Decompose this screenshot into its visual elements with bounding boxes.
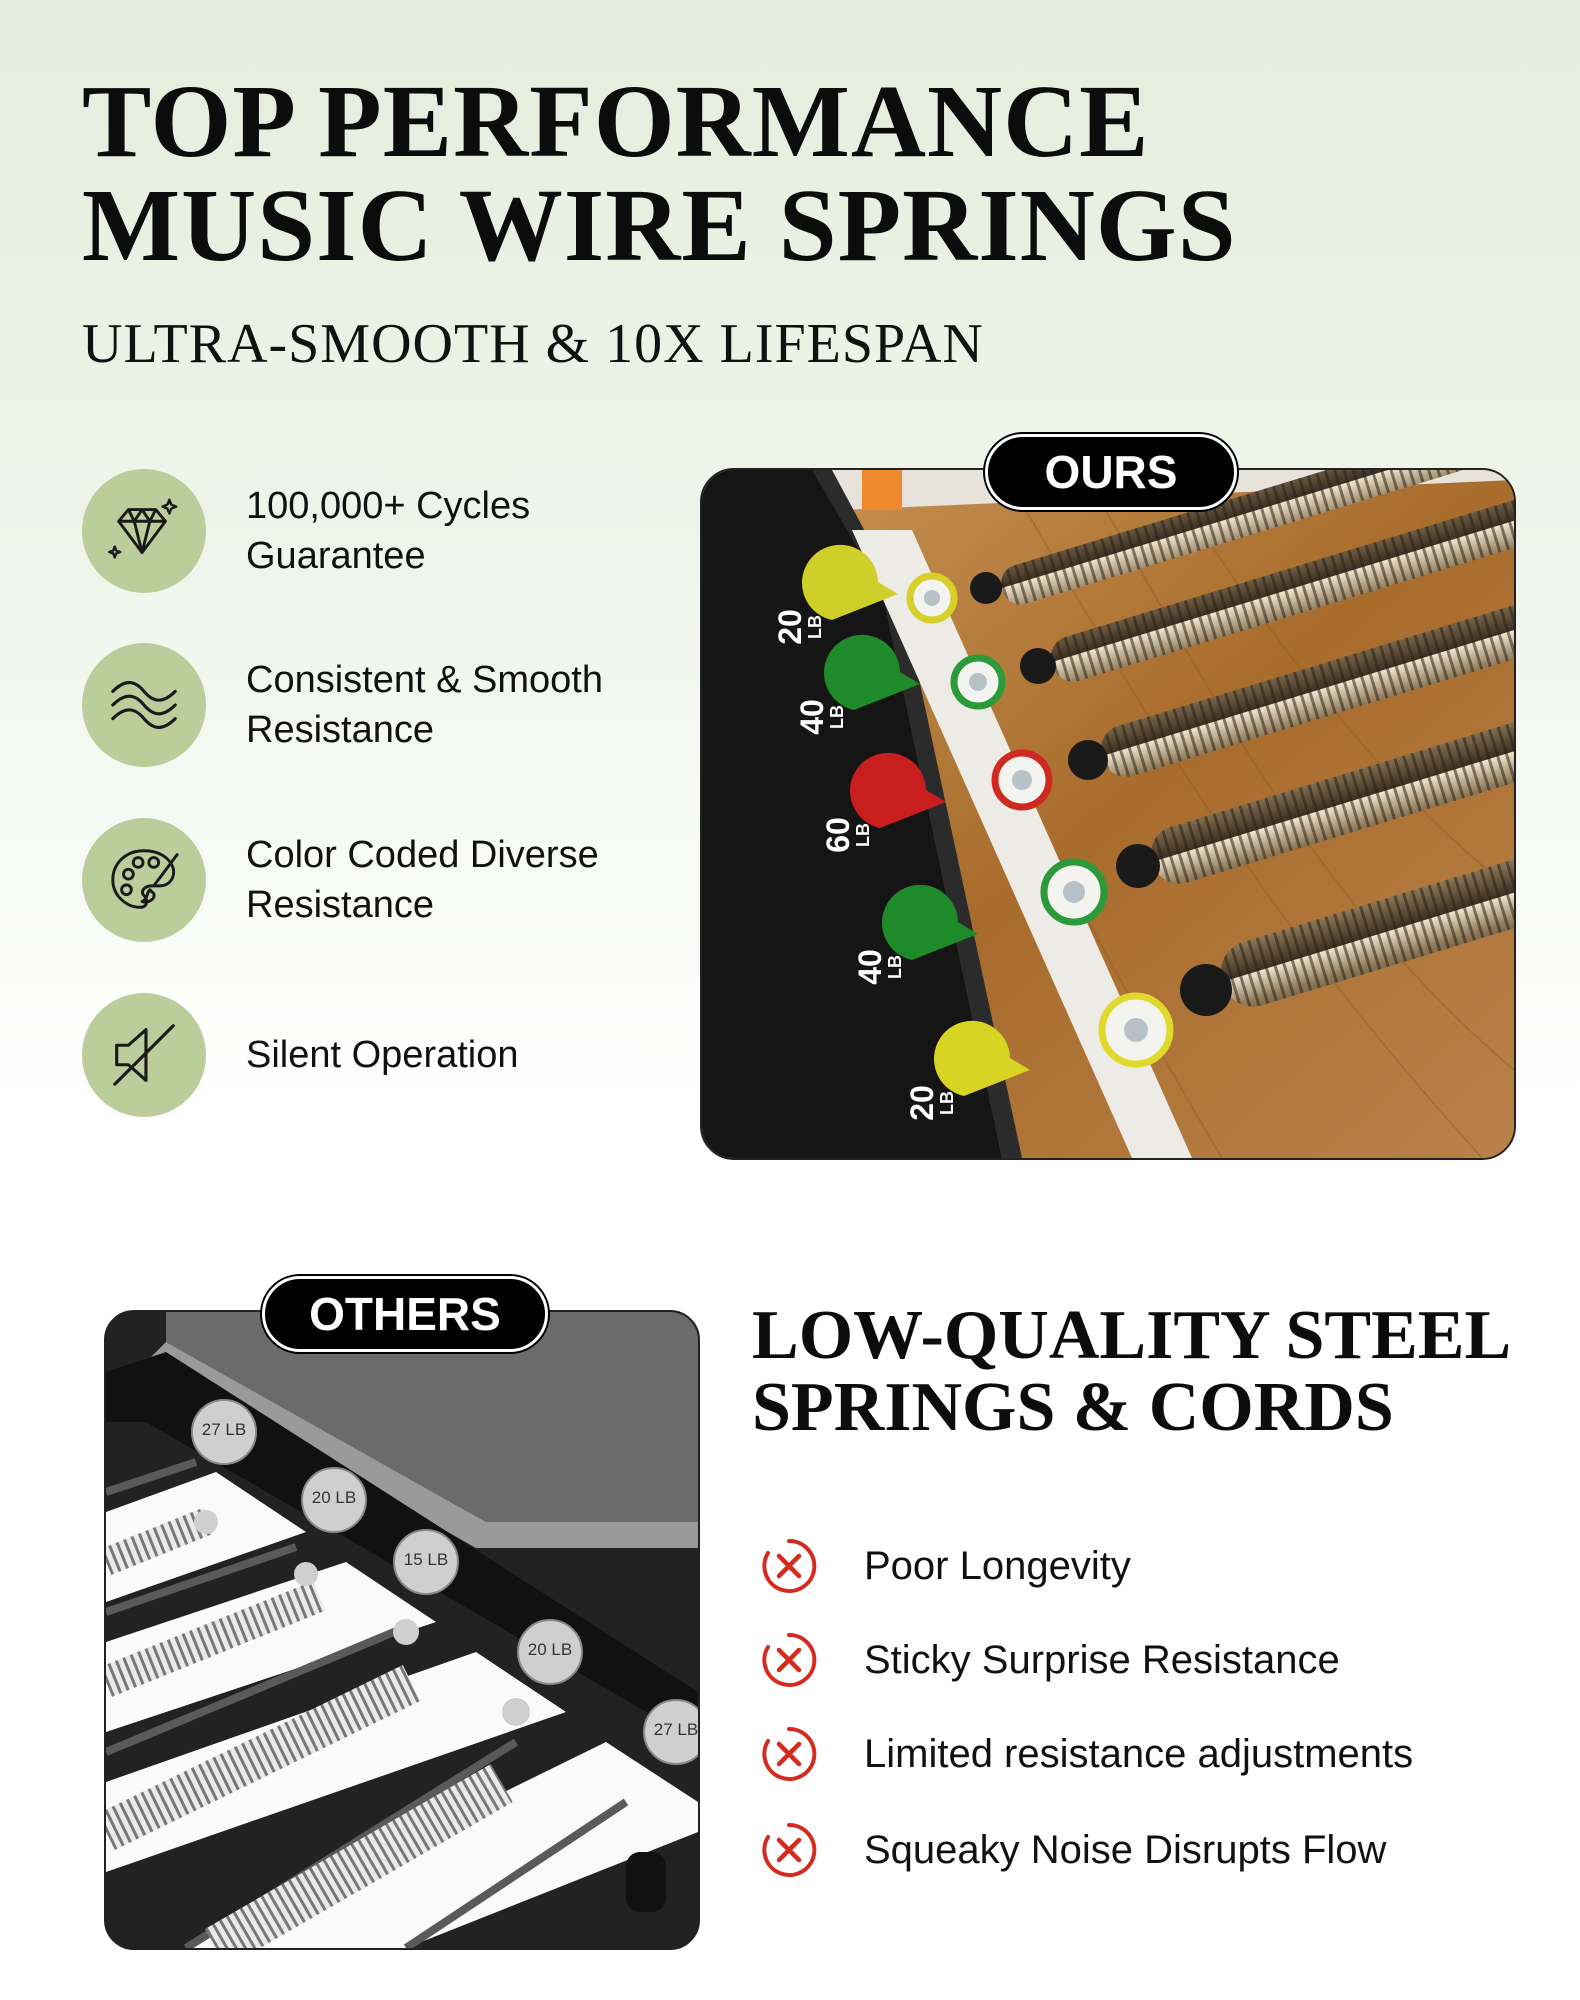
cons-item-text: Sticky Surprise Resistance — [864, 1637, 1340, 1682]
cons-item-text: Poor Longevity — [864, 1543, 1131, 1588]
others-label-5: 27 LB — [653, 1720, 699, 1739]
cons-item: Limited resistance adjustments — [760, 1724, 1520, 1784]
title-line-1: TOP PERFORMANCE — [82, 64, 1150, 179]
cons-item: Poor Longevity — [760, 1536, 1520, 1596]
cons-item-text: Squeaky Noise Disrupts Flow — [864, 1827, 1387, 1872]
title-line-2: MUSIC WIRE SPRINGS — [82, 168, 1237, 283]
feature-color-line1: Color Coded Diverse — [246, 834, 599, 876]
feature-item-cycles: 100,000+ Cycles Guarantee — [82, 468, 662, 594]
cons-item-text: Limited resistance adjustments — [864, 1731, 1414, 1776]
ours-badge-shapes — [802, 544, 1030, 1096]
cons-title: LOW-QUALITY STEEL SPRINGS & CORDS — [752, 1300, 1511, 1444]
others-label-3: 15 LB — [403, 1550, 449, 1569]
page-title: TOP PERFORMANCE MUSIC WIRE SPRINGS — [82, 70, 1237, 278]
mute-icon — [82, 993, 206, 1117]
others-label-2: 20 LB — [311, 1488, 357, 1507]
feature-silent-line1: Silent Operation — [246, 1034, 519, 1076]
feature-item-smooth: Consistent & Smooth Resistance — [82, 642, 662, 768]
cons-item: Squeaky Noise Disrupts Flow — [760, 1820, 1520, 1880]
feature-smooth-line1: Consistent & Smooth — [246, 659, 603, 701]
subtitle: ULTRA-SMOOTH & 10X LIFESPAN — [82, 313, 984, 375]
feature-color-line2: Resistance — [246, 884, 434, 926]
cons-title-line-1: LOW-QUALITY STEEL — [752, 1297, 1512, 1374]
feature-smooth-line2: Resistance — [246, 709, 434, 751]
feature-item-color-coded: Color Coded Diverse Resistance — [82, 817, 662, 943]
others-label-4: 20 LB — [527, 1640, 573, 1659]
cons-item: Sticky Surprise Resistance — [760, 1630, 1520, 1690]
feature-cycles-line1: 100,000+ Cycles — [246, 485, 531, 527]
x-circle-icon — [762, 1726, 817, 1781]
feature-cycles-line2: Guarantee — [246, 535, 426, 577]
ours-tag: OURS — [985, 434, 1237, 510]
x-circle-icon — [762, 1822, 817, 1877]
others-tag: OTHERS — [262, 1276, 548, 1352]
diamond-icon — [82, 469, 206, 593]
palette-icon — [82, 818, 206, 942]
feature-item-silent: Silent Operation — [82, 992, 662, 1118]
others-label-1: 27 LB — [201, 1420, 247, 1439]
wave-icon — [82, 643, 206, 767]
x-circle-icon — [762, 1632, 817, 1687]
cons-title-line-2: SPRINGS & CORDS — [752, 1369, 1394, 1446]
others-product-photo: 27 LB 20 LB 15 LB 20 LB 27 LB — [104, 1310, 700, 1950]
x-circle-icon — [762, 1538, 817, 1593]
